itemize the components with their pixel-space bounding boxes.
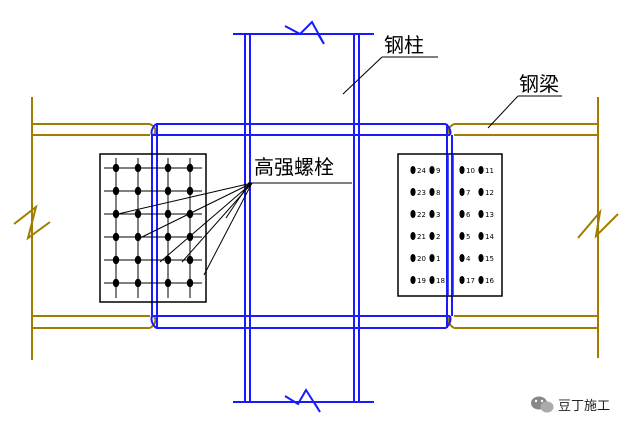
bolt-number: 21 <box>417 233 426 241</box>
bolt <box>164 255 172 265</box>
bolt <box>186 278 194 288</box>
bolt-number: 4 <box>466 255 471 263</box>
bolt-number: 10 <box>466 167 475 175</box>
bolt <box>134 163 142 173</box>
bolt-number: 23 <box>417 189 426 197</box>
bolt-number: 22 <box>417 211 426 219</box>
bolt <box>429 210 435 218</box>
left-splice-plate <box>99 153 207 303</box>
column-label: 钢柱 <box>384 33 424 57</box>
bolt <box>112 186 120 196</box>
bolt <box>410 188 416 196</box>
bolt <box>112 255 120 265</box>
beam-label: 钢梁 <box>519 72 559 96</box>
bolt <box>164 186 172 196</box>
bolt <box>410 210 416 218</box>
bolt-number: 9 <box>436 167 440 175</box>
bolt <box>134 278 142 288</box>
bolt <box>134 186 142 196</box>
bolt-number: 13 <box>485 211 494 219</box>
bolt-number: 6 <box>466 211 471 219</box>
bolt <box>186 186 194 196</box>
bolt-number: 15 <box>485 255 494 263</box>
bolt <box>164 232 172 242</box>
bolt <box>410 276 416 284</box>
bolt <box>459 254 465 262</box>
bolt-number: 2 <box>436 233 440 241</box>
bolt-number: 5 <box>466 233 470 241</box>
bolt-number: 3 <box>436 211 440 219</box>
bolt-number: 8 <box>436 189 440 197</box>
bolt <box>459 232 465 240</box>
bolt <box>164 278 172 288</box>
bolt <box>410 254 416 262</box>
bolt <box>478 254 484 262</box>
watermark-text: 豆丁施工 <box>558 399 610 414</box>
bolt-number: 24 <box>417 167 426 175</box>
bolt <box>459 210 465 218</box>
bolt <box>134 209 142 219</box>
bolt <box>186 255 194 265</box>
watermark: 豆丁施工 <box>531 396 610 414</box>
bolt <box>410 166 416 174</box>
bolt <box>112 163 120 173</box>
bolt <box>459 276 465 284</box>
bolt <box>134 255 142 265</box>
bolts-label: 高强螺栓 <box>254 155 334 179</box>
bolt <box>429 276 435 284</box>
bolt <box>429 188 435 196</box>
bolt <box>134 232 142 242</box>
bolt <box>164 163 172 173</box>
bolt <box>478 276 484 284</box>
steel-column <box>150 20 453 413</box>
right-beam <box>447 97 619 358</box>
bolt <box>429 166 435 174</box>
bolt <box>112 209 120 219</box>
bolt <box>478 232 484 240</box>
bolt-number: 11 <box>485 167 494 175</box>
bolt-number: 17 <box>466 277 475 285</box>
bolt <box>478 188 484 196</box>
bolt-number: 14 <box>485 233 494 241</box>
bolt-number: 18 <box>436 277 445 285</box>
bolt <box>410 232 416 240</box>
bolt-number: 12 <box>485 189 494 197</box>
bolt-number: 16 <box>485 277 494 285</box>
bolt <box>186 163 194 173</box>
bolt-number: 7 <box>466 189 470 197</box>
bolt <box>478 210 484 218</box>
bolt <box>164 209 172 219</box>
beam-leader <box>487 95 562 129</box>
bolt <box>112 232 120 242</box>
bolt-number: 20 <box>417 255 426 263</box>
bolt <box>459 166 465 174</box>
bolt <box>459 188 465 196</box>
bolt <box>112 278 120 288</box>
bolt <box>429 254 435 262</box>
bolt-number: 1 <box>436 255 440 263</box>
left-bolt-grid <box>104 158 202 298</box>
bolt-number: 19 <box>417 277 426 285</box>
bolt-leaders <box>117 182 253 276</box>
bolt <box>429 232 435 240</box>
column-leader <box>342 56 438 95</box>
bolt <box>478 166 484 174</box>
wechat-icon <box>531 396 554 413</box>
left-beam <box>13 97 157 360</box>
